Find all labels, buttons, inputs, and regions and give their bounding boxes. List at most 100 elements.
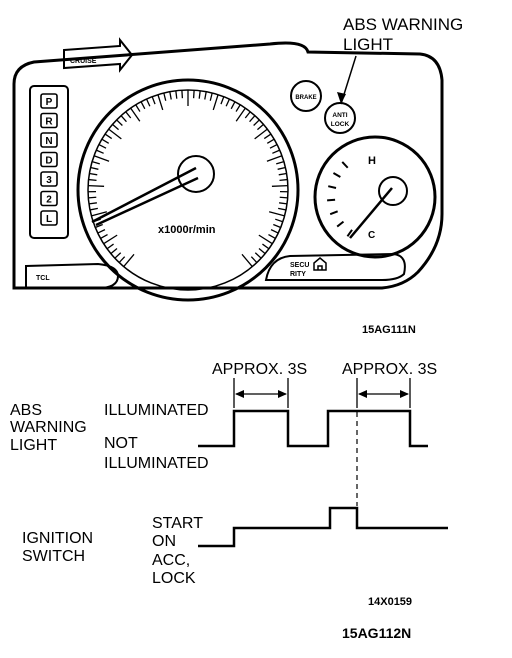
tachometer-tick [151,96,156,105]
tachometer-tick [272,149,280,154]
gear-position-box [40,190,58,207]
ignition-waveform [198,506,448,548]
cruise-label: CRUISE [70,58,97,65]
temperature-hub [378,176,408,206]
tachometer-tick [278,207,287,211]
tachometer-tick [125,111,132,119]
temperature-tick [327,198,336,202]
gear-position-label: 3 [46,175,52,186]
tachometer-tick [263,133,272,140]
security-lamp-line2: RITY [290,271,306,278]
tachometer-tick [253,119,260,126]
abs-callout-line2: LIGHT [343,35,393,54]
ignition-state-start: START [152,515,203,532]
tachometer-tick [88,202,97,205]
tachometer-tick [266,155,283,162]
ignition-label-line2: SWITCH [22,548,85,565]
abs-light-waveform [198,409,428,448]
reference-code: 14X0159 [368,596,412,608]
abs-signal-label-line3: LIGHT [10,437,57,454]
tachometer-tick [100,234,108,240]
tachometer-tick [235,104,241,112]
timing-figure-code: 15AG112N [342,625,411,641]
tachometer-needle [91,166,199,227]
tachometer-tick [268,234,276,240]
temperature-scale [327,161,353,237]
tachometer-tick [95,223,103,229]
tachometer-tick [123,253,135,268]
gear-position-label: N [45,136,52,147]
tachometer-hub [177,155,215,193]
gear-position-box [40,112,58,129]
tachometer-tick [106,243,114,250]
tachometer [76,78,300,302]
tachometer-tick [91,211,108,217]
tachometer-tick [270,229,279,234]
tachometer-tick [130,107,141,122]
not-illuminated-level-line2: ILLUMINATED [104,455,209,472]
abs-warning-lamp [324,102,356,134]
gear-position-box [40,210,58,226]
security-panel [264,252,406,281]
tachometer-tick [278,172,287,176]
tachometer-tick [103,234,118,245]
brake-warning-lamp [290,80,322,112]
ignition-state-lock: LOCK [152,570,196,587]
tachometer-tick [88,184,105,187]
tachometer-tick [241,253,253,268]
tachometer-tick [257,123,264,131]
approx-duration-label-1: APPROX. 3S [212,361,307,378]
temperature-tick [336,220,345,228]
brake-lamp-label: BRAKE [295,95,316,101]
ignition-state-on: ON [152,533,176,550]
tachometer-tick [89,207,98,211]
tachometer-tick [90,166,99,170]
tachometer-tick [114,252,122,259]
tachometer-tick [96,149,104,154]
tachometer-tick [230,101,236,110]
cluster-housing [12,41,444,290]
gear-indicator-panel [29,85,69,239]
temperature-cold-mark: C [368,230,375,241]
tachometer-tick [279,178,288,182]
tachometer-tick [97,229,106,234]
tachometer-tick [268,211,285,217]
security-lock-icon [313,257,327,271]
tachometer-tick [198,90,201,99]
gear-position-box [40,151,58,168]
tachometer-tick [262,243,270,250]
tachometer-tick [269,144,278,149]
tachometer-tick [266,138,275,144]
tachometer-tick [101,138,110,144]
tachometer-tick [258,248,266,255]
gear-position-label: R [45,117,53,128]
tachometer-tick [254,252,262,259]
temperature-tick [328,185,337,189]
abs-signal-label-line2: WARNING [10,419,87,436]
tachometer-tick [93,155,110,162]
tachometer-tick [254,128,268,140]
security-lamp-line1: SECU [290,262,309,269]
not-illuminated-level-line1: NOT [104,435,138,452]
tachometer-tick [112,123,119,131]
temperature-tick [332,172,341,178]
ignition-label-line1: IGNITION [22,530,93,547]
tachometer-tick [220,96,225,105]
timing-chart [198,378,448,548]
tachometer-tick [88,178,97,182]
gear-position-label: L [46,214,52,225]
dimension-arrowheads [235,390,409,398]
temperature-tick [329,210,339,216]
gear-position-label: P [46,97,53,108]
ignition-state-acc: ACC, [152,552,190,569]
tachometer-tick [108,128,122,140]
tachometer-tick [273,223,281,229]
tachometer-tick [98,144,107,149]
anti-lock-lamp-line2: LOCK [331,121,350,128]
tachometer-tick [169,91,172,100]
tachometer-tick [271,184,288,187]
temperature-hot-mark: H [368,155,376,167]
temperature-tick [341,161,349,169]
tachometer-tick [279,196,288,199]
